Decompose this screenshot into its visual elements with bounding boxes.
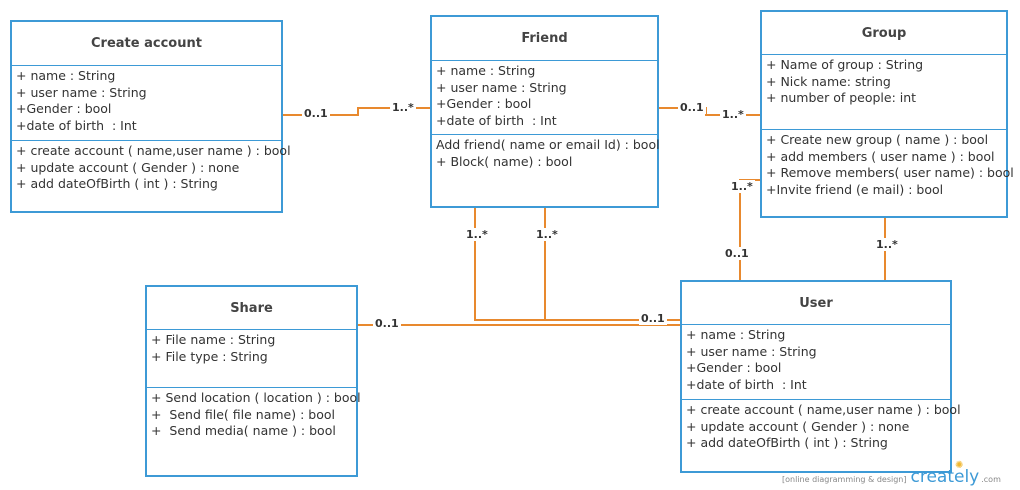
- multiplicity-label: 0..1: [302, 107, 330, 120]
- operation: + Create new group ( name ) : bool: [766, 132, 989, 147]
- operation: + Remove members( user name) : bool: [766, 165, 1014, 181]
- class-user[interactable]: User + name : String + user name : Strin…: [680, 280, 961, 473]
- class-operations: + create account ( name,user name ) : bo…: [12, 141, 291, 193]
- class-group[interactable]: Group + Name of group : String + Nick na…: [760, 10, 1014, 218]
- class-attributes: + name : String + user name : String +Ge…: [432, 61, 657, 135]
- multiplicity-label: 1..*: [720, 108, 746, 121]
- attribute: +Gender : bool: [16, 101, 112, 117]
- class-attributes: + name : String + user name : String +Ge…: [682, 325, 950, 400]
- operation: + Send media( name ) : bool: [151, 423, 336, 439]
- class-operations: + Send location ( location ) : bool + Se…: [147, 388, 361, 440]
- multiplicity-label: 0..1: [678, 101, 706, 114]
- operation: + update account ( Gender ) : none: [16, 159, 240, 175]
- attribute: + number of people: int: [766, 90, 917, 106]
- class-attributes: + File name : String + File type : Strin…: [147, 330, 356, 388]
- class-name: Create account: [12, 22, 281, 66]
- attribute: + File type : String: [151, 348, 268, 364]
- multiplicity-label: 0..1: [723, 247, 751, 260]
- multiplicity-label: 1..*: [390, 101, 416, 114]
- multiplicity-label: 1..*: [464, 228, 490, 241]
- assoc-group-user-left: [739, 179, 760, 280]
- multiplicity-label: 0..1: [639, 312, 667, 325]
- attribute: +date of birth : Int: [16, 117, 137, 133]
- operation: + update account ( Gender ) : none: [686, 418, 910, 434]
- class-create-account[interactable]: Create account + name : String + user na…: [10, 20, 291, 213]
- operation: + create account ( name,user name ) : bo…: [686, 402, 961, 417]
- class-attributes: + name : String + user name : String +Ge…: [12, 66, 281, 141]
- multiplicity-label: 1..*: [874, 238, 900, 251]
- multiplicity-label: 0..1: [373, 317, 401, 330]
- class-friend[interactable]: Friend + name : String + user name : Str…: [430, 15, 660, 208]
- multiplicity-label: 1..*: [729, 180, 755, 193]
- operation: + Block( name) : bool: [436, 153, 573, 169]
- class-operations: + Create new group ( name ) : bool + add…: [762, 130, 1014, 198]
- operation: Add friend( name or email Id) : bool: [436, 137, 660, 152]
- attribute: +Gender : bool: [436, 96, 532, 112]
- operation: + create account ( name,user name ) : bo…: [16, 143, 291, 158]
- operation: + add dateOfBirth ( int ) : String: [16, 176, 218, 192]
- class-name: Share: [147, 287, 356, 330]
- operation: + add members ( user name ) : bool: [766, 148, 995, 164]
- attribute: + user name : String: [16, 84, 147, 100]
- class-name: User: [682, 282, 950, 325]
- assoc-friend-user-a: [474, 208, 680, 321]
- attribute: +date of birth : Int: [686, 376, 807, 392]
- operation: +Invite friend (e mail) : bool: [766, 181, 944, 197]
- attribute: + name : String: [686, 327, 786, 342]
- attribute: +date of birth : Int: [436, 112, 557, 128]
- attribute: + Nick name: string: [766, 73, 891, 89]
- multiplicity-label: 1..*: [534, 228, 560, 241]
- class-share[interactable]: Share + File name : String + File type :…: [145, 285, 361, 477]
- sun-icon: ✺: [955, 460, 964, 471]
- attribute: +Gender : bool: [686, 360, 782, 376]
- attribute: + user name : String: [436, 79, 567, 95]
- operation: + Send file( file name) : bool: [151, 406, 335, 422]
- attribute: + Name of group : String: [766, 57, 924, 72]
- class-operations: Add friend( name or email Id) : bool + B…: [432, 135, 660, 170]
- attribute: + name : String: [16, 68, 116, 83]
- class-name: Group: [762, 12, 1006, 55]
- attribute: + name : String: [436, 63, 536, 78]
- creately-watermark: [online diagramming & design] creately .…: [782, 460, 1001, 487]
- attribute: + user name : String: [686, 343, 817, 359]
- watermark-tld: .com: [981, 475, 1001, 484]
- attribute: + File name : String: [151, 332, 276, 347]
- watermark-tagline: [online diagramming & design]: [782, 475, 907, 484]
- operation: + Send location ( location ) : bool: [151, 390, 361, 405]
- operation: + add dateOfBirth ( int ) : String: [686, 435, 888, 451]
- creately-logo: creately: [910, 467, 980, 487]
- class-attributes: + Name of group : String + Nick name: st…: [762, 55, 1006, 130]
- class-name: Friend: [432, 17, 657, 61]
- class-operations: + create account ( name,user name ) : bo…: [682, 400, 961, 452]
